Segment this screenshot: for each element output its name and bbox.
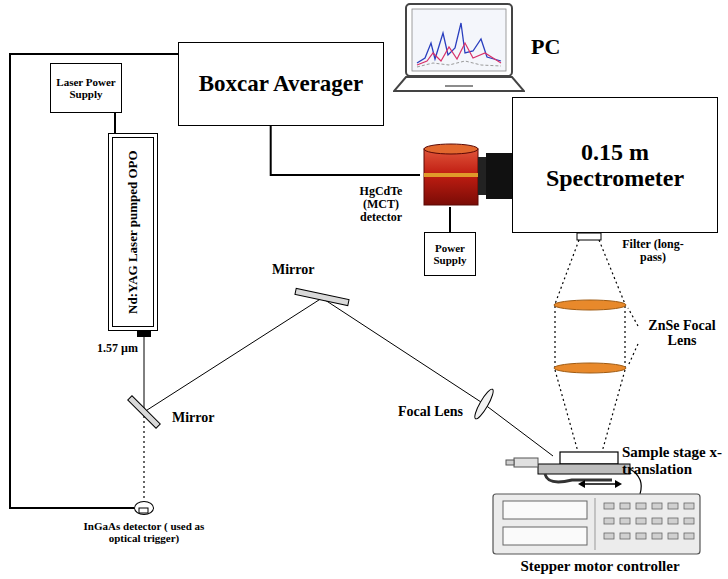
part-label: Focal Lens bbox=[398, 404, 474, 419]
znse-lens bbox=[554, 363, 626, 373]
pc-laptop: PC bbox=[393, 3, 525, 93]
sample-stage bbox=[506, 452, 641, 494]
part-label: Mirror bbox=[272, 262, 332, 277]
laser-box: Nd:YAG Laser pumped OPO bbox=[108, 133, 158, 331]
node-label: PC bbox=[531, 35, 560, 59]
part-label: Mirror bbox=[172, 410, 232, 425]
part-label: Stepper motor controller bbox=[480, 558, 720, 575]
boxcar-box: Boxcar Averager bbox=[178, 42, 384, 126]
node-label: InGaAs detector ( used as optical trigge… bbox=[71, 520, 217, 544]
power-supply-box: Power Supply bbox=[424, 232, 476, 276]
collection-cone bbox=[555, 240, 638, 452]
node-label: Power Supply bbox=[428, 242, 472, 266]
filter bbox=[577, 233, 601, 240]
node-label: Laser Power Supply bbox=[54, 76, 118, 100]
signal-cable bbox=[449, 207, 451, 232]
spectrometer-box: 0.15 m Spectrometer bbox=[512, 97, 718, 233]
laptop-icon bbox=[393, 3, 525, 93]
node-label: 0.15 m Spectrometer bbox=[516, 139, 714, 192]
mirror bbox=[295, 288, 349, 305]
ingaas-detector: InGaAs detector ( used as optical trigge… bbox=[134, 501, 154, 515]
node-label: HgCdTe (MCT) detector bbox=[346, 185, 416, 225]
part-label: ZnSe Focal Lens bbox=[640, 318, 724, 349]
detector-icon bbox=[135, 502, 153, 514]
node-label: Boxcar Averager bbox=[199, 71, 364, 96]
laser-beam bbox=[144, 298, 553, 456]
opo-output bbox=[137, 331, 151, 337]
stepper-controller bbox=[493, 494, 700, 554]
trigger-beam bbox=[143, 416, 144, 500]
detector-icon bbox=[420, 143, 512, 207]
part-label: Filter (long-pass) bbox=[615, 238, 691, 264]
part-label: Sample stage x-translation bbox=[622, 444, 726, 477]
focal-lens bbox=[472, 387, 496, 420]
signal-cable bbox=[10, 54, 178, 508]
signal-cable bbox=[114, 113, 116, 133]
signal-cable bbox=[271, 126, 420, 175]
power-supply-box: Laser Power Supply bbox=[50, 63, 122, 113]
part-label: 1.57 µm bbox=[70, 342, 138, 355]
mct-detector: HgCdTe (MCT) detector bbox=[420, 143, 512, 207]
mirror bbox=[128, 396, 161, 429]
znse-lens bbox=[554, 300, 626, 310]
node-label: Nd:YAG Laser pumped OPO bbox=[126, 145, 140, 319]
